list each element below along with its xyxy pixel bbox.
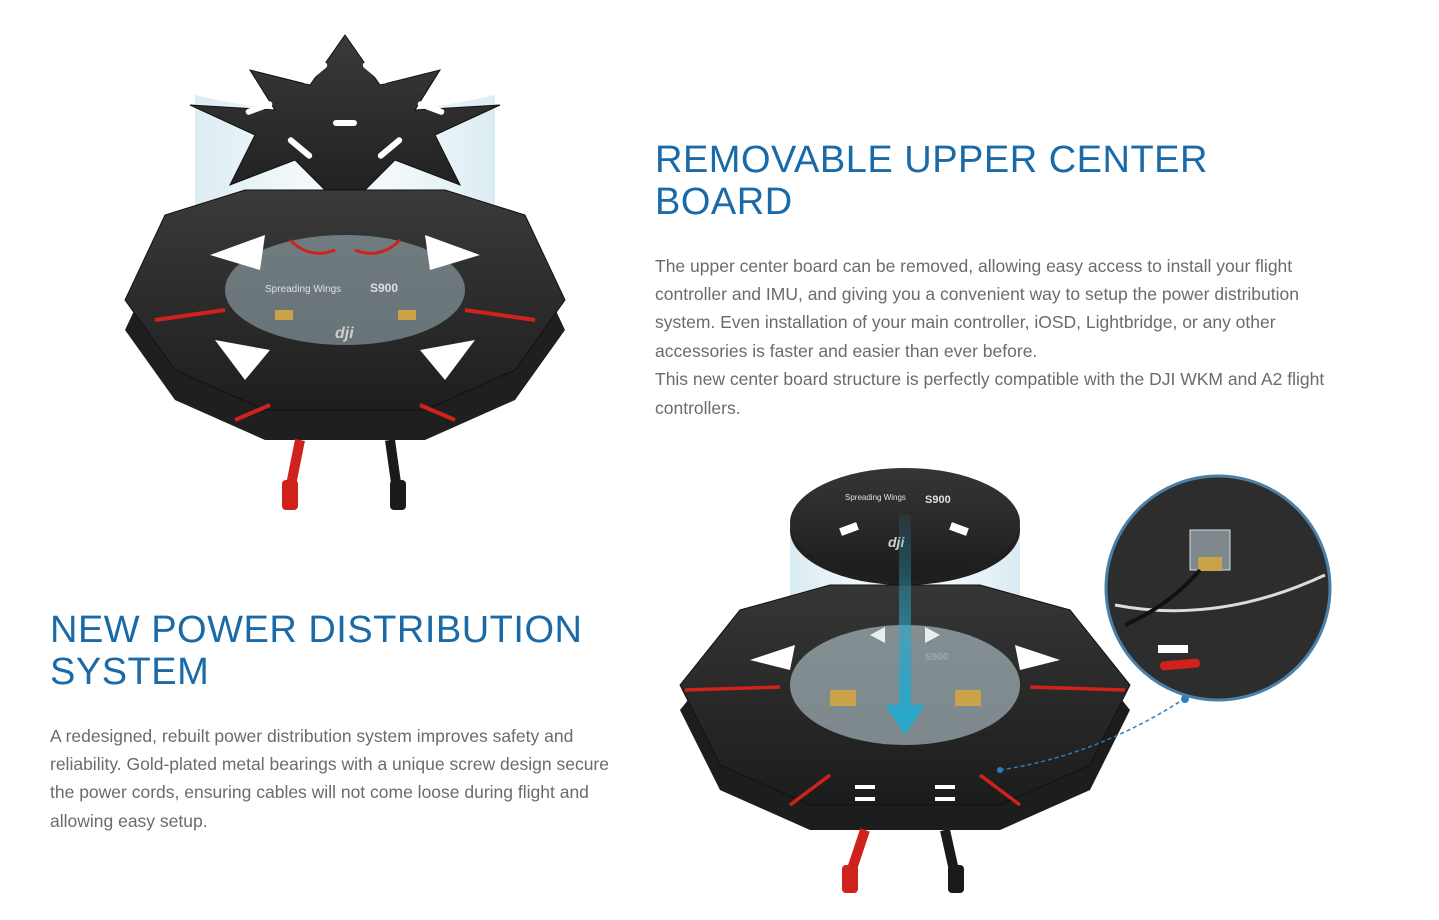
s900-ghost-label: S900	[925, 652, 949, 663]
connector-zoom-callout	[997, 474, 1332, 773]
spreading-wings-badge: Spreading Wings	[845, 493, 906, 502]
down-arrow-icon	[885, 515, 925, 735]
power-leads	[282, 439, 406, 510]
power-leads	[842, 828, 964, 893]
power-distribution-section: NEW POWER DISTRIBUTION SYSTEM A redesign…	[50, 609, 710, 835]
frame-exploded-view: Spreading Wings S900 dji	[124, 34, 566, 510]
description-paragraph-1: The upper center board can be removed, a…	[655, 255, 1299, 361]
spreading-wings-badge: Spreading Wings	[265, 284, 341, 295]
section-description: The upper center board can be removed, a…	[655, 252, 1345, 422]
s900-label: S900	[925, 494, 951, 506]
s900-label: S900	[370, 281, 398, 295]
upper-center-board-illustration: Spreading Wings S900 dji	[95, 10, 595, 520]
description-paragraph-2: This new center board structure is perfe…	[655, 369, 1325, 418]
section-title: NEW POWER DISTRIBUTION SYSTEM	[50, 609, 583, 693]
section-description: A redesigned, rebuilt power distribution…	[50, 725, 609, 831]
section-title: REMOVABLE UPPER CENTER BOARD	[655, 139, 1208, 223]
power-board-exploded-view: Spreading Wings S900 dji S900	[679, 468, 1332, 893]
dji-logo: dji	[335, 325, 354, 342]
upper-center-board-section: REMOVABLE UPPER CENTER BOARD The upper c…	[655, 139, 1355, 422]
power-distribution-illustration: Spreading Wings S900 dji S900	[670, 455, 1340, 915]
